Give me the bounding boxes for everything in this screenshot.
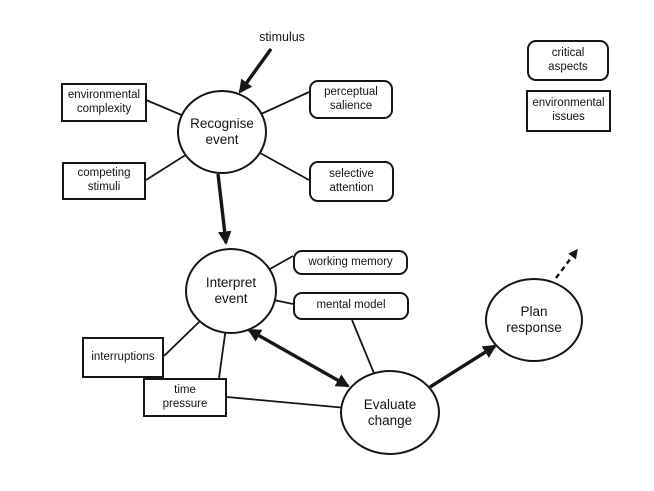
- node-label: perceptual salience: [324, 85, 378, 112]
- node-label: interruptions: [91, 350, 155, 363]
- arrow-plan-output-dashed: [555, 248, 578, 279]
- stimulus-text: stimulus: [259, 30, 305, 44]
- node-label: environmental complexity: [67, 88, 141, 115]
- node-label: competing stimuli: [77, 167, 131, 193]
- legend-environmental-issues: environmental issues: [526, 90, 611, 132]
- node-working-memory: working memory: [293, 250, 408, 275]
- node-label: mental model: [316, 299, 386, 312]
- node-time-pressure: time pressure: [143, 378, 227, 417]
- node-recognise-event: Recognise event: [177, 90, 267, 174]
- node-label: Interpret event: [205, 275, 257, 306]
- stimulus-label: stimulus: [250, 28, 314, 46]
- node-label: working memory: [308, 255, 393, 268]
- node-label: Plan response: [506, 304, 562, 335]
- node-competing-stimuli: competing stimuli: [62, 162, 146, 200]
- arrow-evaluate-plan: [429, 344, 497, 389]
- node-label: Evaluate change: [363, 396, 417, 428]
- arrow-interpret-evaluate-bidirectional: [247, 328, 350, 388]
- node-mental-model: mental model: [293, 292, 409, 320]
- node-interpret-event: Interpret event: [185, 248, 277, 334]
- arrow-recognise-interpret: [216, 173, 232, 246]
- node-evaluate-change: Evaluate change: [340, 370, 440, 455]
- node-environmental-complexity: environmental complexity: [61, 83, 147, 122]
- node-label: time pressure: [162, 383, 208, 410]
- node-selective-attention: selective attention: [309, 161, 394, 202]
- node-label: Recognise event: [190, 116, 254, 147]
- arrow-stimulus-recognise: [238, 48, 273, 94]
- node-perceptual-salience: perceptual salience: [309, 80, 393, 119]
- node-plan-response: Plan response: [485, 278, 583, 362]
- legend-label: critical aspects: [548, 46, 588, 73]
- legend-label: environmental issues: [532, 97, 605, 123]
- node-interruptions: interruptions: [82, 337, 164, 378]
- legend-critical-aspects: critical aspects: [527, 40, 609, 81]
- node-label: selective attention: [329, 167, 374, 194]
